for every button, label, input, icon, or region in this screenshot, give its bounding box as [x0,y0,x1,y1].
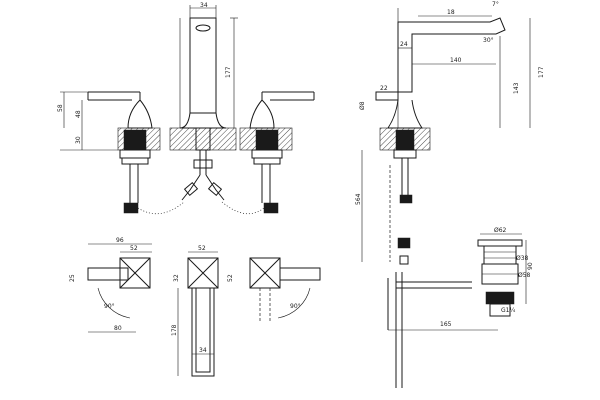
dim-waste-mid: Ø38 [516,255,529,262]
dim-depth-below: 30 [75,136,82,144]
dim-handle-base: 52 [130,245,138,252]
aerator-icon [195,24,211,32]
dim-handle-depth: 25 [69,274,76,282]
hose-left [137,201,185,215]
waste-nut [485,291,515,305]
dim-spout-base: 52 [198,245,206,252]
dim-handle-total: 58 [57,104,64,112]
dim-handle-height: 48 [75,110,82,118]
side-view: 18 7° 30° 24 140 143 177 22 Ø8 564 165 [355,1,545,388]
front-left-hose-nut [123,202,139,214]
dim-rod-reach: 165 [440,321,452,328]
dim-base-dia: Ø8 [359,101,366,110]
dim-spout-width: 34 [200,2,208,9]
dim-angle-a: 7° [492,1,499,8]
dim-hole-spacing: 80 [114,325,122,332]
dim-thread: G1¼ [501,307,515,314]
dim-reach: 140 [450,57,462,64]
dim-waste-body: Ø58 [518,272,531,279]
dim-waste-top: Ø62 [494,227,507,234]
dim-spout-length: 178 [171,324,178,336]
dim-handle-span: 96 [116,237,124,244]
pop-up-waste: Ø62 Ø38 Ø58 G1¼ 90 [477,227,534,317]
dim-hose-length: 564 [355,193,362,205]
dim-clearance: 143 [513,82,520,94]
dim-spout-depth: 32 [173,274,180,282]
dim-angle-b: 30° [483,37,494,44]
top-left-handle: 96 52 25 90° 80 [69,237,152,333]
dim-handle-offset: 22 [380,85,388,92]
dim-total-height: 177 [538,66,545,78]
front-left-handle: 58 48 30 [57,91,161,214]
dim-rotation: 90° [104,303,115,310]
top-right-handle: 90° [249,257,321,322]
dim-waste-height: 90 [527,262,534,270]
front-spout: 34 177 [169,2,238,201]
dim-spout-thickness: 34 [199,347,207,354]
front-left-cartridge [123,129,147,151]
dim-spout-height: 177 [225,66,232,78]
dim-spout-tip: 18 [447,9,455,16]
dim-spout-side: 52 [227,274,234,282]
hose-right [221,201,265,215]
front-right-handle [239,91,315,214]
front-right-hose-nut [263,202,279,214]
top-spout: 52 32 52 178 34 [171,245,234,377]
dim-neck: 24 [400,41,408,48]
dim-right-rotation: 90° [290,303,301,310]
